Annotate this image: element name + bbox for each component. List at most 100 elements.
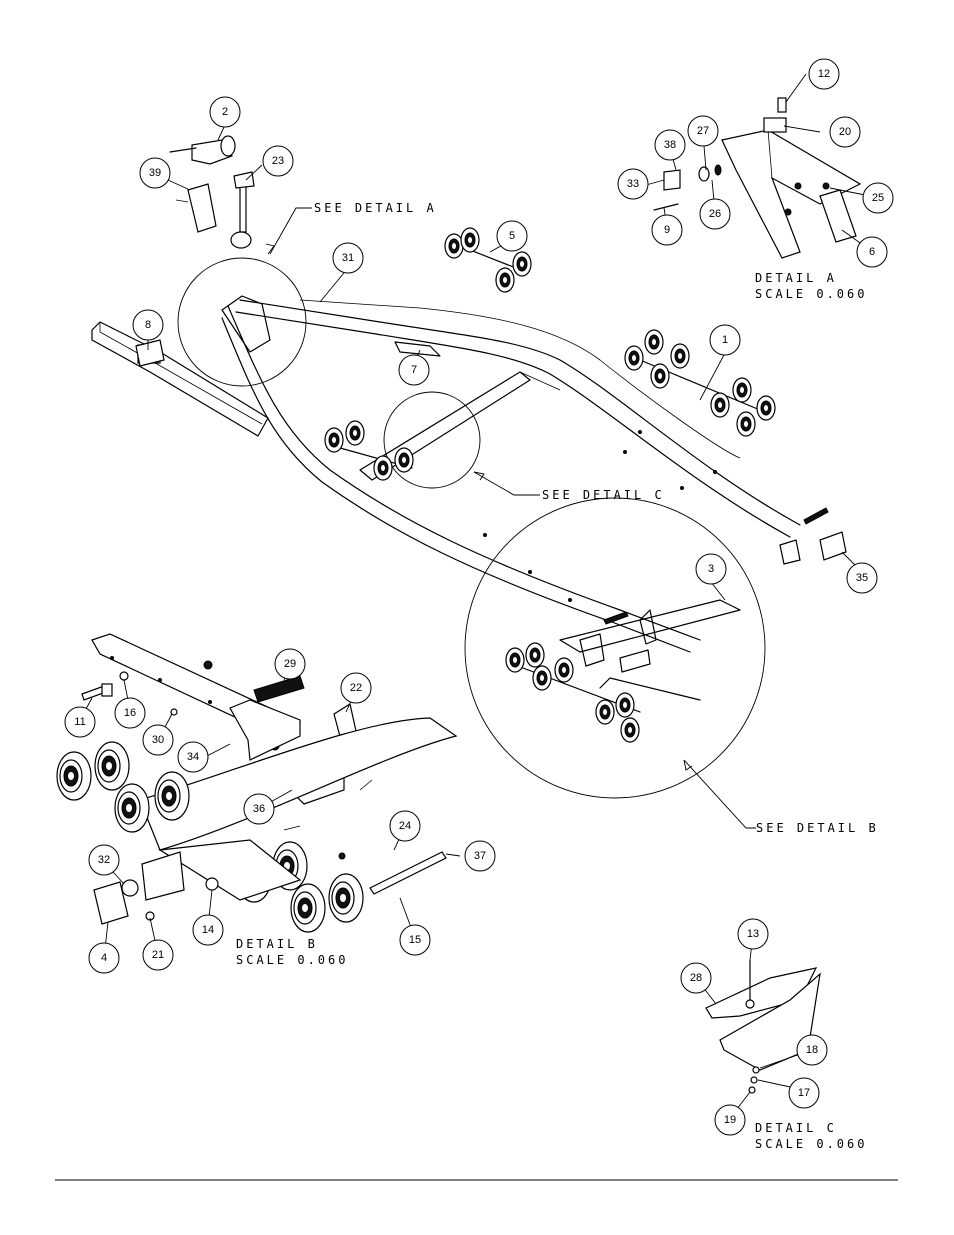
svg-text:33: 33 — [627, 178, 639, 190]
callout-16: 16 — [114, 697, 146, 729]
see-detail-b-label: SEE DETAIL B — [756, 821, 879, 835]
detail-a-title: DETAIL A — [755, 271, 837, 285]
see-detail-a-label: SEE DETAIL A — [314, 201, 437, 215]
svg-text:14: 14 — [202, 924, 214, 936]
svg-text:32: 32 — [98, 854, 110, 866]
detail-c-circle — [383, 391, 481, 489]
svg-text:16: 16 — [124, 707, 136, 719]
callout-6: 6 — [856, 236, 888, 268]
detail-b-title: DETAIL B — [236, 937, 318, 951]
svg-text:22: 22 — [350, 682, 362, 694]
svg-text:13: 13 — [747, 928, 759, 940]
roller-assembly-center — [324, 420, 414, 481]
svg-text:15: 15 — [409, 934, 421, 946]
callout-35: 35 — [846, 562, 878, 594]
callout-26: 26 — [699, 198, 731, 230]
roller-set-5 — [444, 227, 532, 293]
svg-text:39: 39 — [149, 167, 161, 179]
svg-text:26: 26 — [709, 208, 721, 220]
callout-9: 9 — [651, 214, 683, 246]
callout-24: 24 — [389, 810, 421, 842]
svg-text:18: 18 — [806, 1044, 818, 1056]
callout-4: 4 — [88, 942, 120, 974]
callout-32: 32 — [88, 844, 120, 876]
callout-5: 5 — [496, 220, 528, 252]
callout-29: 29 — [274, 648, 306, 680]
callout-38: 38 — [654, 129, 686, 161]
svg-text:5: 5 — [509, 230, 515, 242]
callout-17: 17 — [788, 1077, 820, 1109]
detail-a-circle — [177, 257, 307, 387]
callout-15: 15 — [399, 924, 431, 956]
main-frame — [91, 295, 847, 673]
callout-34: 34 — [177, 741, 209, 773]
winch-assembly — [169, 135, 255, 249]
callout-39: 39 — [139, 157, 171, 189]
callout-18: 18 — [796, 1034, 828, 1066]
callout-33: 33 — [617, 168, 649, 200]
svg-text:31: 31 — [342, 252, 354, 264]
see-detail-c-label: SEE DETAIL C — [542, 488, 665, 502]
svg-text:24: 24 — [399, 820, 411, 832]
detail-b-scale: SCALE 0.060 — [236, 953, 348, 967]
svg-text:4: 4 — [101, 952, 107, 964]
svg-text:20: 20 — [839, 126, 851, 138]
callout-28: 28 — [680, 962, 712, 994]
callout-2: 2 — [209, 96, 241, 128]
roller-assembly-rear — [505, 642, 701, 743]
detail-b-parts — [56, 633, 458, 933]
svg-text:19: 19 — [724, 1114, 736, 1126]
detail-b-circle — [464, 497, 766, 799]
callout-21: 21 — [142, 939, 174, 971]
svg-text:27: 27 — [697, 125, 709, 137]
callout-27: 27 — [687, 115, 719, 147]
detail-a-parts — [653, 97, 862, 259]
svg-text:34: 34 — [187, 751, 199, 763]
callout-23: 23 — [262, 145, 294, 177]
callout-14: 14 — [192, 914, 224, 946]
svg-text:11: 11 — [74, 716, 85, 728]
callout-12: 12 — [808, 58, 840, 90]
detail-a-scale: SCALE 0.060 — [755, 287, 867, 301]
svg-text:1: 1 — [722, 334, 728, 346]
svg-text:38: 38 — [664, 139, 676, 151]
bracket-8 — [135, 339, 165, 367]
callout-8: 8 — [132, 309, 164, 341]
callout-22: 22 — [340, 672, 372, 704]
callout-balloons: 1 2 3 4 5 6 7 8 9 11 12 13 14 15 16 17 1… — [64, 58, 894, 1136]
svg-text:17: 17 — [798, 1087, 810, 1099]
callout-11: 11 — [64, 706, 96, 738]
callout-20: 20 — [829, 116, 861, 148]
callout-36: 36 — [243, 793, 275, 825]
svg-text:12: 12 — [818, 68, 830, 80]
detail-c-parts — [705, 959, 821, 1094]
roller-set-1 — [624, 329, 776, 437]
callout-3: 3 — [695, 553, 727, 585]
svg-text:23: 23 — [272, 155, 284, 167]
callout-25: 25 — [862, 182, 894, 214]
svg-text:7: 7 — [411, 364, 417, 376]
svg-text:3: 3 — [708, 563, 714, 575]
callout-31: 31 — [332, 242, 364, 274]
detail-c-scale: SCALE 0.060 — [755, 1137, 867, 1151]
svg-text:9: 9 — [664, 224, 670, 236]
callout-37: 37 — [464, 840, 496, 872]
callout-7: 7 — [398, 354, 430, 386]
svg-text:6: 6 — [869, 246, 875, 258]
callout-19: 19 — [714, 1104, 746, 1136]
svg-text:28: 28 — [690, 972, 702, 984]
detail-c-title: DETAIL C — [755, 1121, 837, 1135]
svg-text:30: 30 — [152, 734, 164, 746]
svg-text:8: 8 — [145, 319, 151, 331]
svg-text:36: 36 — [253, 803, 265, 815]
svg-text:25: 25 — [872, 192, 884, 204]
callout-1: 1 — [709, 324, 741, 356]
svg-text:37: 37 — [474, 850, 486, 862]
svg-text:21: 21 — [152, 949, 164, 961]
svg-text:29: 29 — [284, 658, 296, 670]
svg-text:2: 2 — [222, 106, 228, 118]
svg-text:35: 35 — [856, 572, 868, 584]
callout-30: 30 — [142, 724, 174, 756]
callout-13: 13 — [737, 918, 769, 950]
